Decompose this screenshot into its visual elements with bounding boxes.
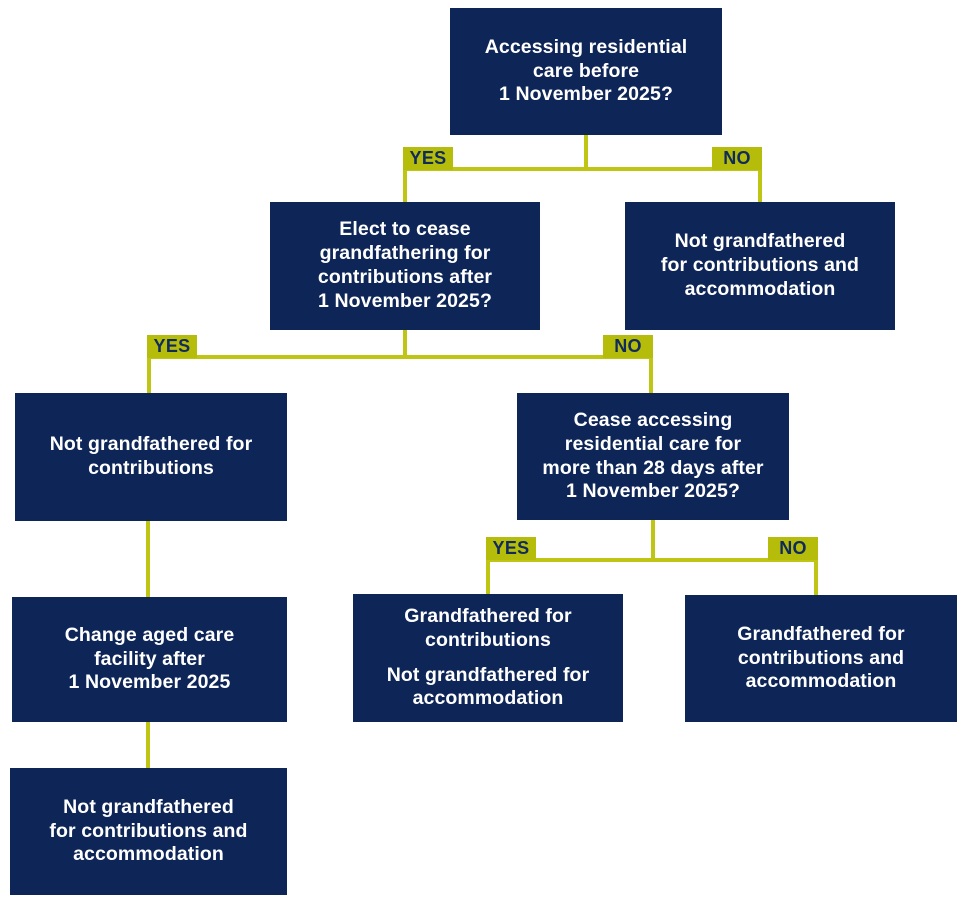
branch-label-yes: YES [486,537,536,560]
connector-line [146,722,150,768]
connector-line [146,521,150,597]
node-not-grandfathered-contributions-accommodation-bottom: Not grandfathered for contributions and … [10,768,287,895]
node-not-grandfathered-contributions: Not grandfathered for contributions [15,393,287,521]
connector-line [584,135,588,171]
node-grandfathered-contributions-accommodation: Grandfathered for contributions and acco… [685,595,957,722]
node-accessing-residential-care-question: Accessing residential care before 1 Nove… [450,8,722,135]
connector-line [486,558,818,562]
node-elect-cease-grandfathering-question: Elect to cease grandfathering for contri… [270,202,540,330]
branch-label-yes: YES [403,147,453,170]
node-not-grandfathered-contributions-accommodation-right: Not grandfathered for contributions and … [625,202,895,330]
branch-label-no: NO [768,537,818,560]
branch-label-yes: YES [147,335,197,358]
connector-line [814,558,818,595]
connector-line [403,330,407,359]
branch-label-no: NO [712,147,762,170]
connector-line [147,355,151,393]
node-text: Not grandfathered for contributions [49,433,253,479]
connector-line [486,558,490,594]
node-text: Grandfathered for contributions and acco… [737,622,905,693]
node-text: Not grandfathered for contributions and … [660,230,860,300]
node-change-aged-care-facility: Change aged care facility after 1 Novemb… [12,597,287,722]
node-text: Change aged care facility after 1 Novemb… [64,623,235,694]
node-text: Not grandfathered for contributions and … [49,795,248,866]
node-text-secondary: Not grandfathered for accommodation [386,663,590,710]
connector-line [403,167,762,171]
connector-line [147,355,653,359]
node-text: Elect to cease grandfathering for contri… [317,218,493,312]
node-cease-residential-care-28-days-question: Cease accessing residential care for mor… [517,393,789,520]
connector-line [649,355,653,393]
connector-line [758,167,762,202]
connector-line [651,520,655,562]
node-text: Grandfathered for contributions [404,604,572,651]
node-text: Accessing residential care before 1 Nove… [484,35,688,106]
connector-line [403,167,407,202]
branch-label-no: NO [603,335,653,358]
node-text: Cease accessing residential care for mor… [542,408,764,503]
node-grandfathered-contributions-not-accommodation: Grandfathered for contributions Not gran… [353,594,623,722]
